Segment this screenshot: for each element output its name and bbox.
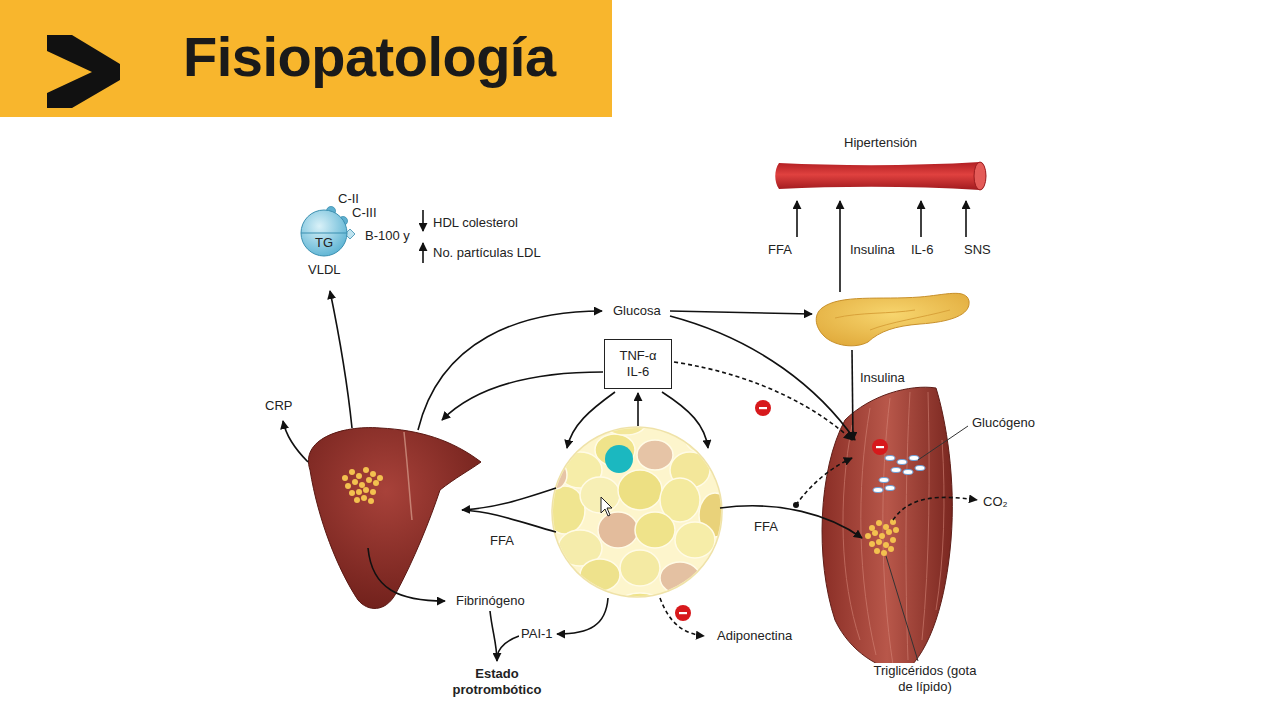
annotation-label: FFA bbox=[766, 242, 794, 258]
annotation-label: Insulina bbox=[848, 242, 897, 258]
annotation-label: Insulina bbox=[858, 370, 907, 386]
annotation-label: PAI-1 bbox=[519, 626, 555, 642]
annotation-label: Fibrinógeno bbox=[454, 593, 527, 609]
highlight-dot bbox=[605, 445, 633, 473]
blood-vessel bbox=[773, 160, 988, 192]
branch-dot bbox=[793, 502, 799, 508]
annotation-label: Estado protrombótico bbox=[445, 666, 549, 698]
annotation-label: IL-6 bbox=[909, 242, 935, 258]
lipoprotein-node: TGVLDL bbox=[300, 209, 348, 257]
annotation-label: Glucosa bbox=[611, 303, 663, 319]
annotation-label: SNS bbox=[962, 242, 993, 258]
annotation-label: CRP bbox=[263, 398, 294, 414]
annotation-label: Adiponectina bbox=[715, 628, 794, 644]
inhibition-arrows bbox=[660, 362, 977, 636]
particle-heading: VLDL bbox=[306, 262, 343, 278]
annotation-label: Triglicéridos (gota de lípido) bbox=[867, 663, 983, 695]
logo bbox=[47, 35, 120, 108]
inhibition-symbol bbox=[675, 400, 888, 621]
annotation-label: CO₂ bbox=[981, 494, 1010, 510]
adipose-tissue bbox=[543, 415, 731, 617]
annotation-label: C-III bbox=[350, 205, 379, 221]
particle-core-label: TG bbox=[313, 235, 335, 251]
page-title: Fisiopatología bbox=[183, 25, 556, 89]
annotation-label: FFA bbox=[752, 519, 780, 535]
pancreas bbox=[816, 293, 969, 345]
vessel-arrows bbox=[797, 201, 966, 292]
annotation-label: B-100 y bbox=[363, 228, 412, 244]
annotation-label: Glucógeno bbox=[970, 415, 1037, 431]
annotation-label: HDL colesterol bbox=[431, 215, 520, 231]
process-box: TNF-α IL-6 bbox=[604, 339, 672, 389]
mouse-cursor bbox=[601, 497, 612, 516]
box-label: TNF-α IL-6 bbox=[614, 348, 662, 380]
annotation-label: No. partículas LDL bbox=[431, 245, 543, 261]
annotation-label: FFA bbox=[488, 533, 516, 549]
vessel-heading: Hipertensión bbox=[842, 135, 919, 151]
pathway-arrows bbox=[283, 291, 862, 661]
leader-lines bbox=[886, 426, 968, 661]
trend-arrows bbox=[422, 210, 424, 263]
vessel-node: Hipertensión bbox=[773, 160, 988, 192]
liver bbox=[308, 428, 481, 609]
title-banner bbox=[0, 0, 612, 117]
